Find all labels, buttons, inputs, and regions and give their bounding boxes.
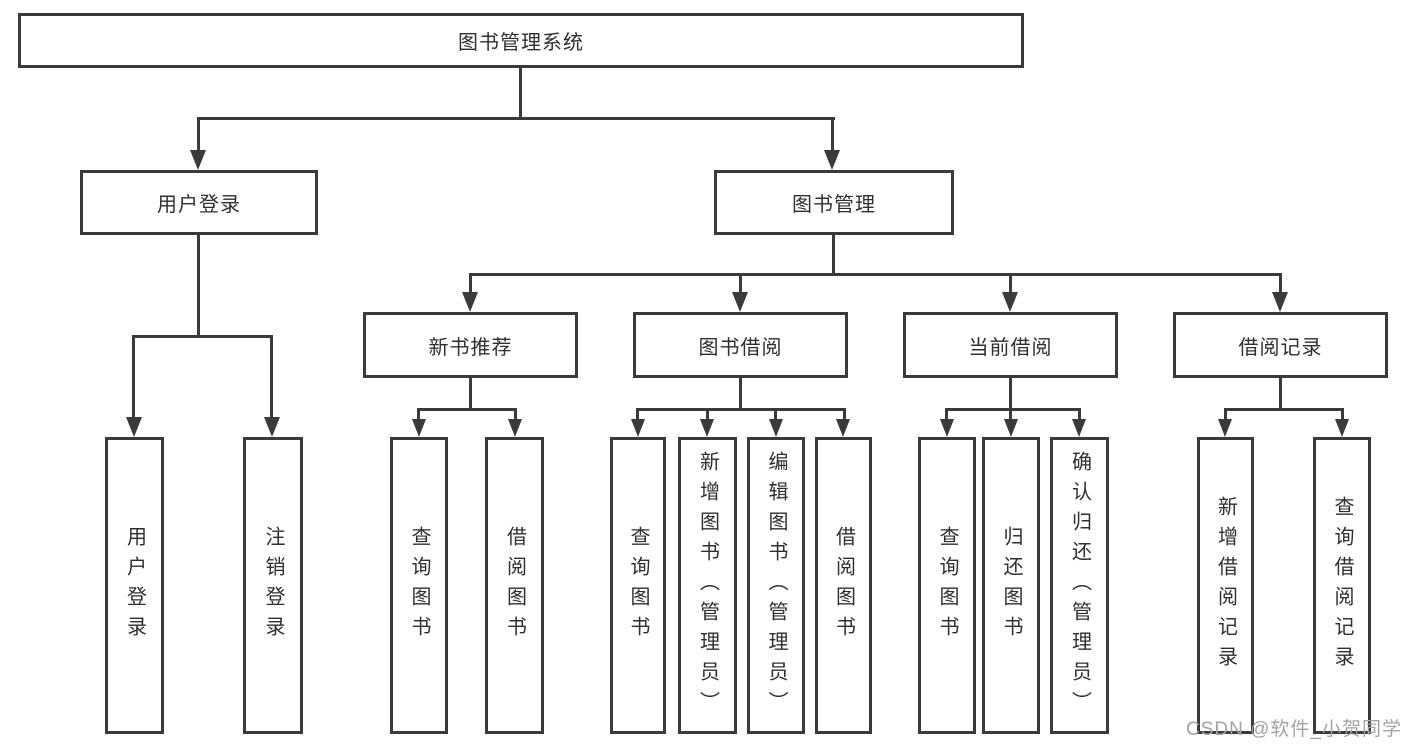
leaf-bb-borrow-books: 借阅图书 — [815, 437, 872, 734]
leaf-bb-borrow-books-label: 借阅图书 — [832, 525, 855, 646]
arrowhead-br-query — [1335, 419, 1349, 437]
arrowhead-bb-add — [700, 419, 714, 437]
leaf-login: 用户登录 — [105, 437, 164, 734]
connector-drop-nb-borrow — [514, 408, 517, 422]
node-root: 图书管理系统 — [18, 13, 1024, 68]
arrowhead-bb-query — [631, 419, 645, 437]
connector-user-login-stem — [197, 235, 200, 338]
connector-drop-cb-return — [1009, 408, 1012, 422]
connector-new-book-rec-stem — [469, 378, 472, 411]
connector-drop-bb-edit — [774, 408, 777, 422]
csdn-watermark: CSDN @软件_小贺同学 — [1186, 719, 1402, 740]
connector-drop-login — [132, 335, 135, 421]
node-borrow-records: 借阅记录 — [1173, 312, 1388, 378]
leaf-logout-label: 注销登录 — [262, 525, 284, 646]
node-user-login: 用户登录 — [80, 170, 318, 235]
node-new-book-rec: 新书推荐 — [363, 312, 578, 378]
leaf-logout: 注销登录 — [243, 437, 303, 734]
arrowhead-logout — [264, 417, 280, 437]
leaf-bb-add-books-label: 新增图书（管理员） — [696, 450, 719, 721]
connector-book-management-stem — [832, 235, 835, 275]
arrowhead-book-management — [824, 150, 840, 170]
arrowhead-new-book-rec — [462, 292, 478, 312]
leaf-cb-query-books-label: 查询图书 — [936, 525, 958, 646]
connector-drop-br-query — [1341, 408, 1344, 422]
leaf-cb-query-books: 查询图书 — [918, 437, 976, 734]
connector-drop-borrow-records — [1279, 273, 1282, 295]
connector-borrow-records-stem — [1279, 378, 1282, 411]
node-new-book-rec-label: 新书推荐 — [428, 336, 513, 359]
leaf-cb-return-books: 归还图书 — [982, 437, 1040, 734]
arrowhead-bb-borrow — [836, 419, 850, 437]
leaf-cb-confirm-return-label: 确认归还（管理员） — [1068, 450, 1091, 721]
arrowhead-nb-borrow — [508, 419, 522, 437]
connector-book-borrow-stem — [739, 378, 742, 411]
leaf-login-label: 用户登录 — [123, 525, 146, 646]
connector-drop-br-add — [1224, 408, 1227, 422]
connector-new-book-rec-rail — [417, 408, 517, 411]
leaf-bb-add-books: 新增图书（管理员） — [678, 437, 737, 734]
connector-drop-cb-confirm — [1078, 408, 1081, 422]
arrowhead-bb-edit — [769, 419, 783, 437]
node-book-borrow-label: 图书借阅 — [698, 336, 783, 359]
arrowhead-current-borrow — [1002, 292, 1018, 312]
leaf-br-query-record-label: 查询借阅记录 — [1331, 495, 1353, 676]
connector-drop-bb-query — [636, 408, 639, 422]
node-user-login-label: 用户登录 — [157, 194, 241, 216]
leaf-bb-edit-books-label: 编辑图书（管理员） — [765, 450, 787, 721]
node-book-management: 图书管理 — [714, 170, 954, 235]
node-borrow-records-label: 借阅记录 — [1238, 336, 1323, 359]
node-book-borrow: 图书借阅 — [633, 312, 848, 378]
connector-borrow-records-rail — [1224, 408, 1344, 411]
arrowhead-nb-query — [412, 419, 426, 437]
node-current-borrow-label: 当前借阅 — [968, 336, 1053, 359]
connector-drop-bb-borrow — [843, 408, 846, 422]
connector-drop-nb-query — [417, 408, 420, 422]
connector-level1-rail — [197, 117, 835, 120]
connector-drop-bb-add — [706, 408, 709, 422]
connector-user-login-rail — [132, 335, 273, 338]
arrowhead-user-login — [190, 150, 206, 170]
connector-drop-logout — [270, 335, 273, 421]
connector-current-borrow-stem — [1009, 378, 1012, 411]
connector-drop-current-borrow — [1009, 273, 1012, 295]
leaf-bb-query-books: 查询图书 — [610, 437, 666, 734]
leaf-nb-query-books-label: 查询图书 — [408, 525, 430, 646]
node-current-borrow: 当前借阅 — [903, 312, 1118, 378]
connector-book-borrow-rail — [636, 408, 846, 411]
leaf-br-add-record-label: 新增借阅记录 — [1214, 495, 1237, 676]
arrowhead-cb-query — [940, 419, 954, 437]
leaf-br-add-record: 新增借阅记录 — [1197, 437, 1254, 734]
connector-current-borrow-rail — [945, 408, 1081, 411]
connector-drop-book-management — [831, 117, 834, 155]
leaf-nb-borrow-books-label: 借阅图书 — [503, 525, 526, 646]
connector-root-stem — [519, 68, 522, 120]
leaf-cb-confirm-return: 确认归还（管理员） — [1050, 437, 1109, 734]
leaf-bb-query-books-label: 查询图书 — [627, 525, 649, 646]
arrowhead-cb-confirm — [1072, 419, 1086, 437]
arrowhead-borrow-records — [1272, 292, 1288, 312]
arrowhead-br-add — [1218, 419, 1232, 437]
arrowhead-cb-return — [1004, 419, 1018, 437]
node-book-management-label: 图书管理 — [792, 194, 876, 216]
connector-drop-new-book-rec — [469, 273, 472, 295]
connector-drop-cb-query — [945, 408, 948, 422]
leaf-nb-borrow-books: 借阅图书 — [485, 437, 544, 734]
node-root-label: 图书管理系统 — [458, 32, 584, 54]
leaf-br-query-record: 查询借阅记录 — [1313, 437, 1371, 734]
connector-drop-user-login — [197, 117, 200, 155]
leaf-nb-query-books: 查询图书 — [390, 437, 448, 734]
arrowhead-book-borrow — [732, 292, 748, 312]
connector-drop-book-borrow — [739, 273, 742, 295]
arrowhead-login — [126, 417, 142, 437]
connector-level2-rail — [469, 273, 1282, 276]
leaf-cb-return-books-label: 归还图书 — [1000, 525, 1022, 646]
leaf-bb-edit-books: 编辑图书（管理员） — [747, 437, 805, 734]
